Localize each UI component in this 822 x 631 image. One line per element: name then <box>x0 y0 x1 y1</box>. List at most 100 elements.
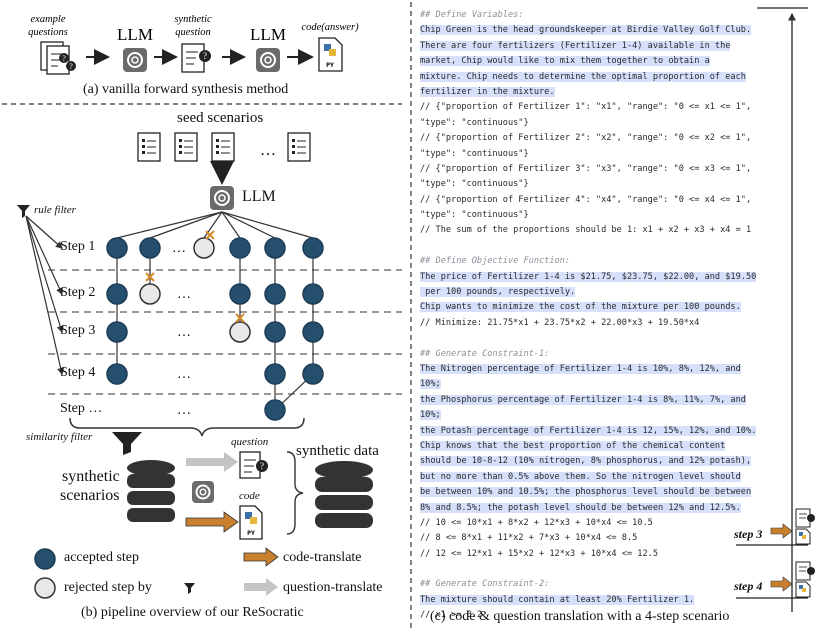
question-text-line: 10%; <box>420 410 441 421</box>
code-line: "type": "continuous"} <box>420 179 529 190</box>
database-icon-2 <box>315 461 373 528</box>
question-text-line: There are four fertilizers (Fertilizer 1… <box>420 40 731 51</box>
question-text-line: Chip wants to minimize the cost of the m… <box>420 302 741 313</box>
synthetic-data-label: synthetic data <box>296 443 379 459</box>
question-text-line: be between 10% and 10.5%; the phosphorus… <box>420 487 752 498</box>
tree-edge <box>116 211 223 239</box>
panel-c-caption: (c) code & question translation with a 4… <box>430 609 730 624</box>
accepted-step-node <box>264 321 286 343</box>
code-comment-line: ## Define Variables: <box>420 10 524 20</box>
question-text-line: 8% and 8.5%; the potash level should be … <box>420 502 741 513</box>
legend-rejected-label: rejected step by <box>64 580 152 595</box>
example-questions-label: example <box>31 14 66 25</box>
rejected-step-node <box>193 237 215 259</box>
legend-funnel-icon <box>184 583 195 594</box>
legend-code-translate-label: code-translate <box>283 550 362 565</box>
rejected-step-node <box>139 283 161 305</box>
synthetic-question-label-2: question <box>175 27 211 38</box>
step3-label: step 3 <box>734 527 763 541</box>
code-comment-line: ## Generate Constraint-2: <box>420 579 550 590</box>
py-badge: PY <box>326 61 334 69</box>
legend-question-translate-label: question-translate <box>283 580 383 595</box>
code-line: // {"proportion of Fertilizer 3": "x3", … <box>420 163 752 174</box>
question-text-line: mixture. Chip needs to determine the opt… <box>420 71 746 82</box>
accepted-step-node <box>302 363 324 385</box>
code-comment-line: ## Define Objective Function: <box>420 256 571 267</box>
panel-a-caption: (a) vanilla forward synthesis method <box>83 82 289 97</box>
step3-arrow <box>770 523 793 539</box>
llm-label-2: LLM <box>250 25 286 44</box>
question-translate-arrow <box>186 452 238 472</box>
rule-filter-arrow <box>25 215 64 334</box>
seed-doc-icon <box>137 132 161 162</box>
reject-cross-icon <box>205 230 215 240</box>
panel-c-decor <box>736 7 815 612</box>
question-text-line: but no more than 0.5% above them. So the… <box>420 471 741 482</box>
step3-doc-icon <box>795 508 815 545</box>
example-questions-label-2: questions <box>28 27 68 38</box>
accepted-step-node <box>302 321 324 343</box>
reject-cross-icon <box>145 272 155 282</box>
llm-label-3: LLM <box>242 188 276 205</box>
svg-text:?: ? <box>62 54 66 63</box>
accepted-step-node <box>229 237 251 259</box>
synthetic-question-label: synthetic <box>174 14 212 25</box>
svg-text:?: ? <box>203 51 207 61</box>
reject-cross-icon <box>235 313 245 323</box>
code-line <box>420 239 772 254</box>
rule-filter-label: rule filter <box>34 204 76 216</box>
brace-icon <box>69 417 305 437</box>
similarity-funnel-icon <box>112 432 142 455</box>
question-text-line: market, Chip would like to mix them toge… <box>420 56 710 67</box>
tree-edge <box>221 211 241 239</box>
seed-ellipsis: … <box>260 142 276 159</box>
step4-label: step 4 <box>734 579 763 593</box>
seed-doc-icon <box>287 132 311 162</box>
code-panel: ## Define Variables:Chip Green is the he… <box>420 8 772 620</box>
accepted-step-node <box>139 237 161 259</box>
accepted-step-node <box>302 283 324 305</box>
seed-scenarios-label: seed scenarios <box>177 110 264 126</box>
llm-logo-icon-4 <box>192 481 214 503</box>
step4-arrow <box>770 576 793 592</box>
step-label: Step 3 <box>60 323 96 338</box>
right-brace-icon <box>286 451 304 535</box>
panel-a: example questions ? ? LLM synthetic ques… <box>28 14 359 75</box>
tree-edge <box>149 211 223 239</box>
step4-doc-icon <box>795 561 815 598</box>
llm-logo-icon-2 <box>256 48 280 72</box>
database-icon-1 <box>127 460 175 522</box>
legend-code-arrow <box>243 547 279 567</box>
question-text-line: per 100 pounds, respectively. <box>420 287 576 298</box>
code-line: // 8 <= 8*x1 + 11*x2 + 7*x3 + 10*x4 <= 8… <box>420 533 638 544</box>
question-text-line: the Potash percentage of Fertilizer 1-4 … <box>420 425 757 436</box>
panel-b-caption: (b) pipeline overview of our ReSocratic <box>81 605 304 620</box>
rule-filter-arrow <box>25 215 65 376</box>
legend-rejected-node <box>34 577 56 599</box>
accepted-step-node <box>264 237 286 259</box>
step-label: Step 1 <box>60 239 96 254</box>
code-line <box>420 331 772 346</box>
llm-logo-icon-1 <box>123 48 147 72</box>
code-line: // The sum of the proportions should be … <box>420 225 752 236</box>
llm-logo-icon-3 <box>210 186 234 210</box>
seed-doc-icon <box>174 132 198 162</box>
code-label: code <box>239 490 260 502</box>
synthetic-scenarios-label-2: scenarios <box>60 487 120 504</box>
seed-scenarios-icons <box>137 132 311 162</box>
code-line: // {"proportion of Fertilizer 1": "x1", … <box>420 102 752 113</box>
accepted-step-node <box>264 283 286 305</box>
accepted-step-node <box>264 399 286 421</box>
tree-edge <box>203 211 223 239</box>
accepted-step-node <box>106 363 128 385</box>
accepted-step-node <box>106 283 128 305</box>
svg-text:PY: PY <box>247 529 255 537</box>
tree-ellipsis: … <box>177 367 191 382</box>
question-label: question <box>231 436 269 448</box>
seed-doc-icon <box>211 132 235 162</box>
rule-filter-arrow <box>25 215 63 296</box>
code-comment-line: ## Generate Constraint-1: <box>420 348 550 359</box>
code-line: // 10 <= 10*x1 + 8*x2 + 12*x3 + 10*x4 <=… <box>420 517 653 528</box>
funnel-icon <box>17 205 30 218</box>
